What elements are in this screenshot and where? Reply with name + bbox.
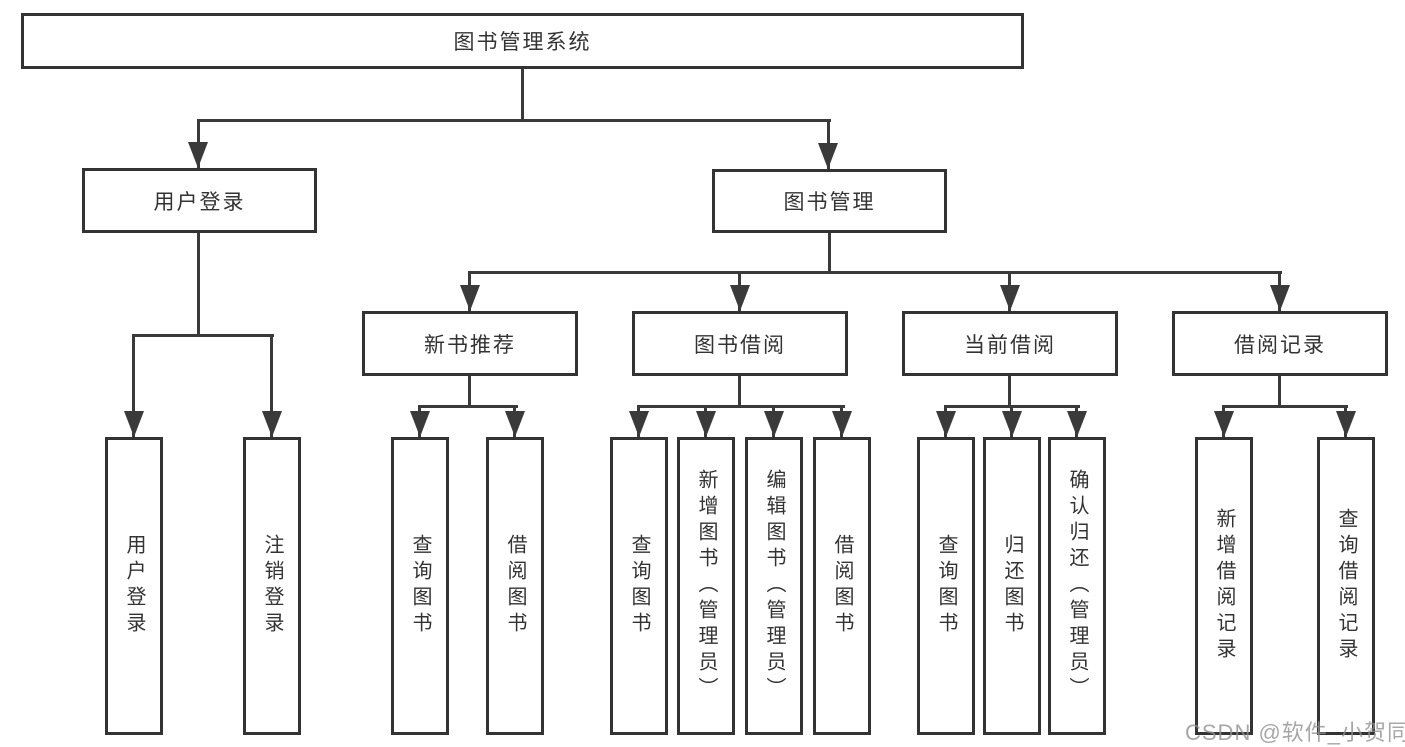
- connector-horizontal: [418, 405, 518, 408]
- arrow-down-icon: [1000, 285, 1020, 311]
- arrow-down-icon: [262, 411, 282, 437]
- connector-horizontal: [197, 119, 831, 122]
- arrow-down-icon: [1336, 411, 1356, 437]
- node-root: 图书管理系统: [21, 13, 1024, 69]
- node-current-borrow-label: 当前借阅: [964, 333, 1056, 357]
- leaf-borrow-books-1: 借阅图书: [486, 437, 544, 735]
- connector-vertical: [270, 334, 273, 437]
- leaf-confirm-return-admin: 确认归还（管理员）: [1048, 437, 1106, 735]
- leaf-user-login: 用户登录: [105, 437, 163, 735]
- leaf-edit-books-admin: 编辑图书（管理员）: [745, 437, 803, 735]
- leaf-logout: 注销登录: [243, 437, 301, 735]
- node-user-login: 用户登录: [82, 168, 317, 233]
- connector-horizontal: [132, 334, 274, 337]
- leaf-label: 注销登录: [261, 534, 283, 638]
- connector-vertical: [468, 376, 471, 407]
- arrow-down-icon: [696, 411, 716, 437]
- arrow-down-icon: [832, 411, 852, 437]
- node-borrow-records: 借阅记录: [1172, 311, 1388, 376]
- node-book-management: 图书管理: [712, 169, 947, 233]
- connector-vertical: [132, 334, 135, 437]
- connector-vertical: [1008, 376, 1011, 407]
- leaf-label: 确认归还（管理员）: [1066, 469, 1088, 703]
- leaf-return-books: 归还图书: [983, 437, 1041, 735]
- node-book-management-label: 图书管理: [783, 191, 876, 214]
- leaf-label: 查询图书: [935, 534, 957, 638]
- node-borrow-records-label: 借阅记录: [1234, 333, 1326, 357]
- watermark: CSDN @软件_小贺同学: [1185, 720, 1405, 745]
- leaf-query-books-2: 查询图书: [610, 437, 668, 735]
- leaf-add-books-admin: 新增图书（管理员）: [677, 437, 735, 735]
- leaf-query-books-1: 查询图书: [391, 437, 449, 735]
- leaf-query-borrow-record: 查询借阅记录: [1317, 437, 1375, 735]
- node-root-label: 图书管理系统: [453, 31, 592, 54]
- node-new-book-recommend: 新书推荐: [362, 311, 578, 376]
- connector-vertical: [738, 376, 741, 407]
- arrow-down-icon: [1067, 411, 1087, 437]
- arrow-down-icon: [730, 285, 750, 311]
- arrow-down-icon: [764, 411, 784, 437]
- connector-horizontal: [468, 271, 1282, 274]
- leaf-label: 查询图书: [409, 534, 431, 638]
- arrow-down-icon: [629, 411, 649, 437]
- node-book-borrow: 图书借阅: [632, 311, 848, 376]
- leaf-query-books-3: 查询图书: [917, 437, 975, 735]
- arrow-down-icon: [188, 142, 208, 168]
- leaf-label: 新增图书（管理员）: [695, 469, 717, 703]
- leaf-add-borrow-record: 新增借阅记录: [1195, 437, 1253, 735]
- connector-horizontal: [1222, 405, 1348, 408]
- leaf-borrow-books-2: 借阅图书: [813, 437, 871, 735]
- arrow-down-icon: [1214, 411, 1234, 437]
- leaf-label: 归还图书: [1001, 534, 1023, 638]
- connector-vertical: [197, 233, 200, 336]
- connector-vertical: [521, 69, 524, 121]
- arrow-down-icon: [936, 411, 956, 437]
- leaf-label: 用户登录: [123, 534, 145, 638]
- node-user-login-label: 用户登录: [153, 190, 246, 214]
- arrow-down-icon: [124, 411, 144, 437]
- leaf-label: 新增借阅记录: [1213, 508, 1235, 664]
- arrow-down-icon: [1002, 411, 1022, 437]
- leaf-label: 查询图书: [628, 534, 650, 638]
- node-book-borrow-label: 图书借阅: [694, 333, 786, 357]
- connector-vertical: [1278, 376, 1281, 407]
- connector-horizontal: [637, 405, 845, 408]
- leaf-label: 借阅图书: [504, 534, 526, 638]
- node-current-borrow: 当前借阅: [902, 311, 1118, 376]
- node-new-book-recommend-label: 新书推荐: [424, 333, 516, 357]
- arrow-down-icon: [1270, 285, 1290, 311]
- connector-vertical: [828, 233, 831, 273]
- arrow-down-icon: [460, 285, 480, 311]
- arrow-down-icon: [410, 411, 430, 437]
- arrow-down-icon: [505, 411, 525, 437]
- leaf-label: 借阅图书: [831, 534, 853, 638]
- arrow-down-icon: [818, 143, 838, 169]
- leaf-label: 查询借阅记录: [1335, 508, 1357, 664]
- leaf-label: 编辑图书（管理员）: [763, 469, 785, 703]
